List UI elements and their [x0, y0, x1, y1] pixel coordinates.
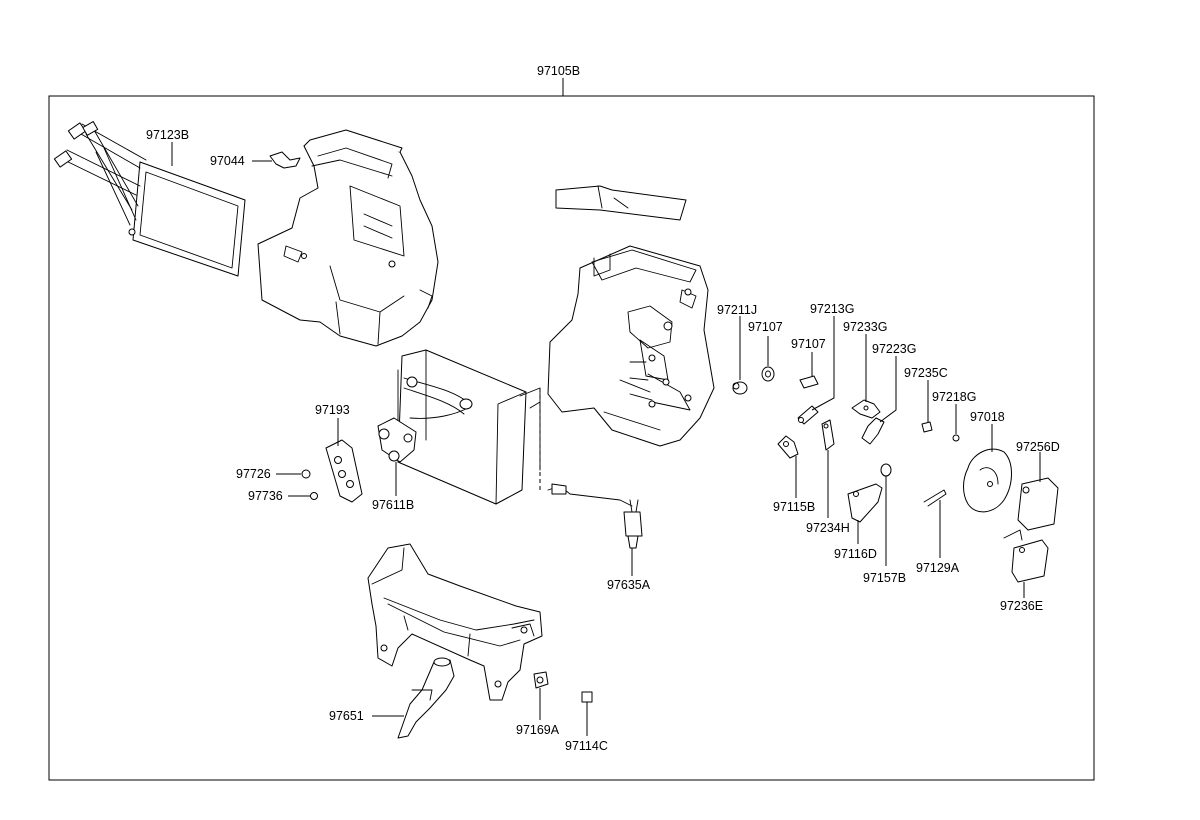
part-97736-drawing	[310, 492, 318, 500]
part-97218G-drawing	[952, 434, 960, 442]
label-97107-b: 97107	[791, 337, 826, 351]
part-97213G-drawing	[797, 405, 819, 425]
assembly-frame	[48, 95, 1095, 781]
part-97211J-drawing	[732, 381, 748, 395]
part-97129A-drawing	[923, 489, 947, 507]
part-97157B-drawing	[880, 463, 892, 477]
part-97107b-drawing	[799, 375, 819, 389]
label-97193: 97193	[315, 403, 350, 417]
hvac-unit-drawing	[547, 245, 715, 447]
label-97116D: 97116D	[834, 547, 877, 561]
actuator-drawing	[963, 448, 1012, 513]
part-97116D-drawing	[847, 483, 883, 523]
drain-hose-drawing	[397, 657, 455, 739]
expansion-valve-drawing	[377, 417, 417, 463]
label-97211J: 97211J	[717, 303, 757, 317]
heater-core-drawing	[53, 121, 246, 277]
evaporator-core-drawing	[397, 349, 541, 505]
label-97114C: 97114C	[565, 739, 608, 753]
assembly-label: 97105B	[537, 64, 580, 78]
label-97129A: 97129A	[916, 561, 960, 575]
label-97736: 97736	[248, 489, 283, 503]
duct-strip-drawing	[555, 185, 687, 221]
label-97234H: 97234H	[806, 521, 850, 535]
label-97218G: 97218G	[932, 390, 976, 404]
clip-drawing	[269, 151, 301, 169]
part-97236E-drawing	[1011, 539, 1049, 583]
part-97169A-drawing	[533, 671, 549, 689]
label-97044: 97044	[210, 154, 245, 168]
label-97169A: 97169A	[516, 723, 560, 737]
label-97107-a: 97107	[748, 320, 783, 334]
part-97107a-drawing	[761, 366, 775, 382]
label-97651: 97651	[329, 709, 364, 723]
label-97635A: 97635A	[607, 578, 651, 592]
part-97223G-drawing	[861, 417, 885, 445]
label-97115B: 97115B	[773, 500, 815, 514]
label-97611B: 97611B	[372, 498, 414, 512]
label-97223G: 97223G	[872, 342, 916, 356]
gasket-drawing	[325, 439, 363, 503]
part-97726-drawing	[301, 469, 311, 479]
label-97236E: 97236E	[1000, 599, 1043, 613]
label-97123B: 97123B	[146, 128, 189, 142]
part-97233G-drawing	[851, 399, 881, 419]
label-97233G: 97233G	[843, 320, 887, 334]
label-97235C: 97235C	[904, 366, 948, 380]
heater-case-upper-drawing	[257, 129, 439, 347]
part-97115B-drawing	[777, 435, 799, 459]
label-97213G: 97213G	[810, 302, 854, 316]
part-97235C-drawing	[921, 421, 933, 433]
lower-case-drawing	[367, 543, 543, 701]
part-97114C-drawing	[581, 691, 593, 703]
part-97234H-drawing	[821, 419, 835, 451]
label-97157B: 97157B	[863, 571, 906, 585]
part-97256D-drawing	[1003, 477, 1059, 541]
label-97256D: 97256D	[1016, 440, 1060, 454]
label-97726: 97726	[236, 467, 271, 481]
thermistor-drawing	[547, 483, 643, 549]
label-97018: 97018	[970, 410, 1005, 424]
